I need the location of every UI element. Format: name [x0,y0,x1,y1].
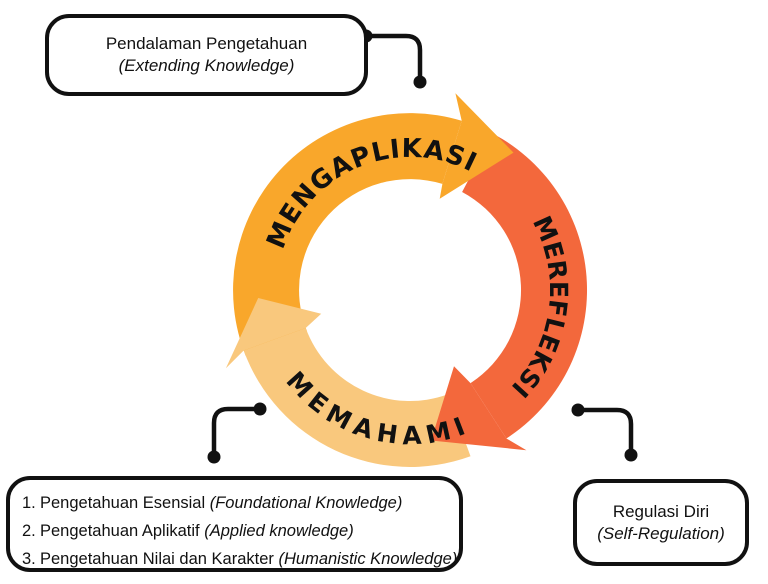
connector-dot [253,402,267,416]
list-item: 3.Pengetahuan Nilai dan Karakter (Humani… [22,545,457,573]
mengaplikasi-arrowhead [439,93,514,199]
list-item-number: 2. [22,522,36,540]
callout-subtitle: (Self-Regulation) [597,523,725,543]
list-item: 2.Pengetahuan Aplikatif (Applied knowled… [22,517,449,545]
merefleksi-arrow-band [462,133,588,439]
list-item-english: (Humanistic Knowledge) [278,550,458,568]
memahami-arrowhead [225,298,322,369]
list-item-number: 1. [22,494,36,512]
connector-dot [624,448,638,462]
mengaplikasi-label: MENGAPLIKASI [261,134,482,253]
connector-bottom-left-dots [207,402,267,464]
memahami-arrow-band [243,328,471,467]
list-item-text: Pengetahuan Aplikatif [40,522,205,540]
connector-dot [571,403,585,417]
list-item-number: 3. [22,550,36,568]
connector-top-left [363,33,423,85]
callout-subtitle: (Extending Knowledge) [118,56,295,75]
list-item: 1.Pengetahuan Esensial (Foundational Kno… [22,489,449,517]
connector-bottom-left [211,406,263,460]
callout-title: Pendalaman Pengetahuan [105,34,308,53]
connector-dot [413,75,427,89]
merefleksi-arrowhead [431,366,527,451]
callout-extending-knowledge: Pendalaman Pengetahuan (Extending Knowle… [45,14,368,96]
mengaplikasi-arrow-band [233,113,462,357]
connector-bottom-right [575,407,634,458]
list-item-text: Pengetahuan Esensial [40,494,210,512]
list-item-english: (Applied knowledge) [204,522,354,540]
list-item-text: Pengetahuan Nilai dan Karakter [40,550,279,568]
callout-knowledge-list: 1.Pengetahuan Esensial (Foundational Kno… [6,476,463,572]
connector-bottom-right-dots [571,403,638,462]
callout-self-regulation: Regulasi Diri (Self-Regulation) [573,479,749,566]
callout-title: Regulasi Diri [612,501,710,521]
list-item-english: (Foundational Knowledge) [209,494,403,512]
connector-dot [207,450,221,464]
